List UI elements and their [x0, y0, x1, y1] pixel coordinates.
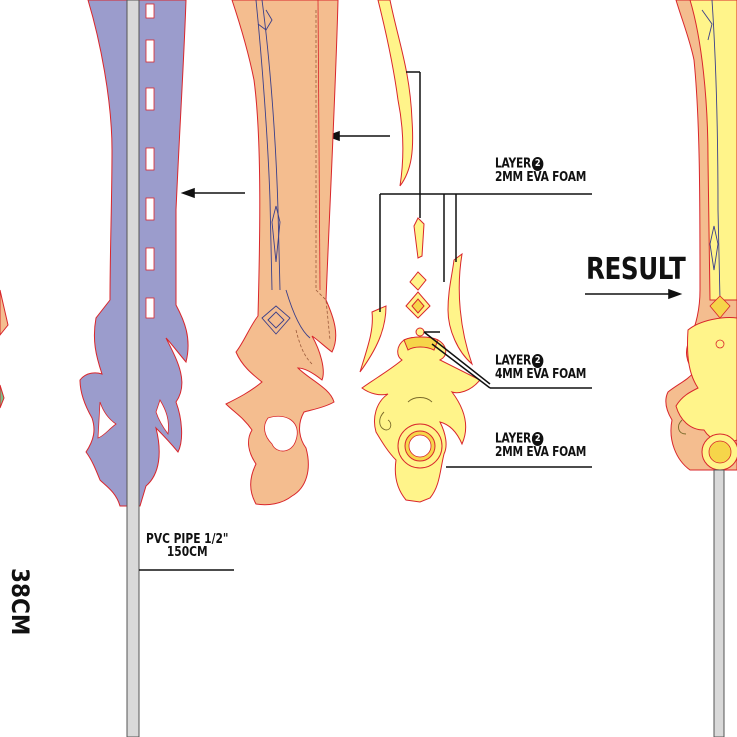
arrow-to-peach — [325, 130, 390, 142]
layer-material: 4MM EVA FOAM — [495, 367, 587, 382]
result-label: RESULT — [586, 252, 686, 287]
layer-number-badge: 2 — [531, 354, 544, 368]
gold-layer-pieces — [359, 0, 481, 503]
layer-word: LAYER — [495, 431, 532, 447]
pipe-label-line2: 150CM — [166, 545, 208, 560]
dimension-label: 38CM — [6, 568, 34, 636]
pipe-label-line1: PVC PIPE 1/2" — [146, 532, 229, 547]
left-edge-fragment — [0, 289, 9, 409]
arrow-to-purple — [180, 187, 245, 199]
pvc-pipe-right — [713, 469, 725, 737]
leader-lines — [139, 71, 592, 571]
peach-body-layer — [225, 0, 339, 506]
layer-word: LAYER — [495, 156, 532, 172]
pipe-label: PVC PIPE 1/2" 150CM — [146, 533, 228, 559]
layer-number-badge: 2 — [531, 157, 544, 171]
layer-word: LAYER — [495, 353, 532, 369]
layer-number-badge: 2 — [531, 432, 544, 446]
pvc-pipe-left — [126, 0, 140, 737]
layer-material: 2MM EVA FOAM — [495, 170, 587, 185]
result-arrow — [585, 288, 683, 300]
layer-material: 2MM EVA FOAM — [495, 445, 587, 460]
result-sword — [665, 0, 737, 471]
